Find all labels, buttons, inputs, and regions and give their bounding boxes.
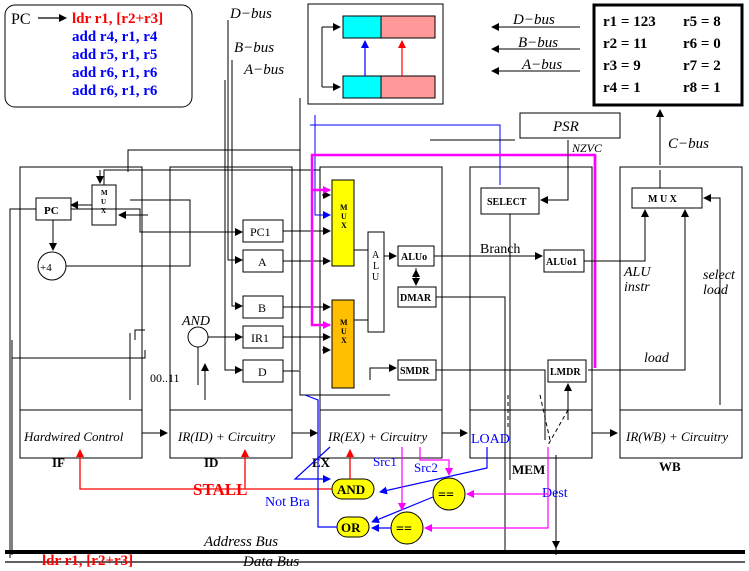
comparator-src2-label: == xyxy=(438,488,454,503)
not-bra-label: Not Bra xyxy=(265,495,311,510)
d-bus-label-right: D−bus xyxy=(512,12,555,28)
pc1-label: PC1 xyxy=(250,225,271,239)
stage-box-ex-label: IR(EX) + Circuitry xyxy=(327,429,427,444)
current-instruction-label: ldr r1, [r2+r3] xyxy=(42,553,133,569)
pc-pointer-label: PC xyxy=(11,11,31,28)
a-label: A xyxy=(258,255,267,269)
stage-box-wb-label: IR(WB) + Circuitry xyxy=(625,429,728,444)
bit-range-label: 00..11 xyxy=(150,371,180,385)
stage-label-mem: MEM xyxy=(512,462,545,477)
stage-box-id-label: IR(ID) + Circuitry xyxy=(177,429,275,444)
stage-label-id: ID xyxy=(204,455,218,470)
pc-register-label: PC xyxy=(44,205,59,217)
b-bus-label: B−bus xyxy=(234,40,274,56)
stage-wb: IR(WB) + Circuitry xyxy=(619,166,743,459)
wb-mux xyxy=(631,187,703,209)
load-label: load xyxy=(644,351,670,366)
register-value: r8 = 1 xyxy=(683,80,721,96)
aluo-label: ALUo xyxy=(401,252,427,263)
instruction-line: add r5, r1, r5 xyxy=(72,47,157,63)
and-gate-hazard-label: AND xyxy=(337,482,365,497)
register-value: r4 = 1 xyxy=(603,80,641,96)
address-bus-label: Address Bus xyxy=(203,534,278,550)
nzvc-label: NZVC xyxy=(571,141,603,155)
src2-label: Src2 xyxy=(414,460,438,475)
select-unit xyxy=(480,187,540,215)
stage-mem xyxy=(469,166,593,459)
register-file xyxy=(307,3,444,105)
psr-register xyxy=(519,112,621,139)
d-bus-label: D−bus xyxy=(229,6,272,22)
stage-if: Hardwired Control xyxy=(19,166,143,459)
ir1-label: IR1 xyxy=(251,331,269,345)
comparator-src1-label: == xyxy=(396,522,412,537)
plus4-label: +4 xyxy=(40,262,52,274)
and-gate-id xyxy=(187,326,209,348)
select-label: SELECT xyxy=(487,197,527,208)
load-signal-label: LOAD xyxy=(471,432,510,447)
smdr-label: SMDR xyxy=(400,366,430,377)
branch-label: Branch xyxy=(480,242,520,257)
b-bus-label-right: B−bus xyxy=(518,35,558,51)
lmdr-register xyxy=(547,359,587,383)
aluo1-label: ALUo1 xyxy=(546,257,577,268)
dmar-label: DMAR xyxy=(400,293,432,304)
mux-ex-bottom xyxy=(331,299,355,389)
mux-ex-top xyxy=(331,179,355,267)
src1-label: Src1 xyxy=(373,454,397,469)
program-listing: PC ldr r1, [r2+r3] add r4, r1, r4 add r5… xyxy=(4,4,193,108)
register-value: r5 = 8 xyxy=(683,14,721,30)
instruction-line: add r4, r1, r4 xyxy=(72,29,158,45)
stage-box-if-label: Hardwired Control xyxy=(23,429,124,444)
instruction-line: ldr r1, [r2+r3] xyxy=(72,11,163,27)
a-bus-label-right: A−bus xyxy=(521,57,562,73)
stage-ex: IR(EX) + Circuitry xyxy=(319,166,443,459)
register-value: r6 = 0 xyxy=(683,36,721,52)
stage-label-ex: EX xyxy=(312,455,331,470)
register-value: r1 = 123 xyxy=(603,14,656,30)
and-gate-id-label: AND xyxy=(181,314,210,329)
register-file-values: r1 = 123 r5 = 8 r2 = 11 r6 = 0 r3 = 9 r7… xyxy=(592,3,744,107)
lmdr-label: LMDR xyxy=(550,367,581,378)
or-gate-hazard-label: OR xyxy=(341,520,361,535)
c-bus-label: C−bus xyxy=(668,136,709,152)
instruction-line: add r6, r1, r6 xyxy=(72,83,158,99)
a-bus-label: A−bus xyxy=(243,62,284,78)
stage-id: IR(ID) + Circuitry xyxy=(169,166,293,459)
d-label: D xyxy=(258,365,267,379)
comparator-src2 xyxy=(432,477,466,511)
b-label: B xyxy=(258,301,266,315)
register-value: r3 = 9 xyxy=(603,58,641,74)
stage-label-wb: WB xyxy=(659,459,681,474)
register-value: r2 = 11 xyxy=(603,36,647,52)
alu xyxy=(367,231,385,333)
pc-mux xyxy=(91,184,117,226)
psr-label: PSR xyxy=(552,119,579,135)
wb-mux-label: M U X xyxy=(648,194,678,205)
instruction-line: add r6, r1, r6 xyxy=(72,65,158,81)
register-value: r7 = 2 xyxy=(683,58,721,74)
stage-label-if: IF xyxy=(52,455,65,470)
